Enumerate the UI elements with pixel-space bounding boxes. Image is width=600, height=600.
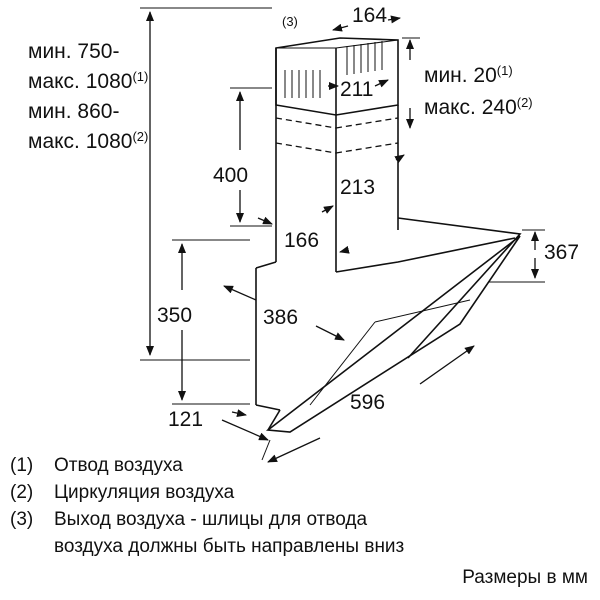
lower-chimney xyxy=(275,105,399,272)
legend-text: воздуха должны быть направлены вниз xyxy=(54,536,405,557)
legend-item: (2) Циркуляция воздуха xyxy=(10,479,590,506)
legend-marker: (2) xyxy=(10,482,34,503)
height-line-2: макс. 1080(1) xyxy=(28,69,148,93)
dim-121-label: 121 xyxy=(168,408,203,431)
dim-166-label: 166 xyxy=(284,229,319,252)
units-note: Размеры в мм xyxy=(462,567,588,588)
max-240-label: макс. 240(2) xyxy=(424,95,533,119)
dim-386-label: 386 xyxy=(263,306,298,329)
legend-item: воздуха должны быть направлены вниз xyxy=(10,533,590,560)
dim-211-label: 211 xyxy=(340,78,373,101)
vent-slits xyxy=(284,41,383,98)
legend-marker xyxy=(10,533,54,560)
legend-item: (1) Отвод воздуха xyxy=(10,452,590,479)
legend-text: Циркуляция воздуха xyxy=(54,482,235,503)
legend-marker: (3) xyxy=(10,509,34,530)
dimension-labels: (3) 164 211 213 166 400 350 386 367 596 … xyxy=(28,4,579,431)
height-line-1: мин. 750- xyxy=(28,40,119,63)
dim-350-label: 350 xyxy=(157,304,192,327)
min-20-label: мин. 20(1) xyxy=(424,63,513,87)
legend-marker: (1) xyxy=(10,455,34,476)
legend-text: Выход воздуха - шлицы для отвода xyxy=(54,509,368,530)
dim-367-label: 367 xyxy=(544,241,579,264)
height-line-3: мин. 860- xyxy=(28,100,119,123)
footnote-marker-3: (3) xyxy=(282,14,298,29)
legend-item: (3) Выход воздуха - шлицы для отвода xyxy=(10,506,590,533)
dim-213-label: 213 xyxy=(340,176,375,199)
dimension-lines xyxy=(140,7,545,463)
dim-400-label: 400 xyxy=(213,164,248,187)
dim-596-label: 596 xyxy=(350,391,385,414)
dim-164-label: 164 xyxy=(352,4,387,27)
upper-chimney xyxy=(275,37,399,116)
legend: (1) Отвод воздуха (2) Циркуляция воздуха… xyxy=(10,452,590,560)
legend-text: Отвод воздуха xyxy=(54,455,183,476)
height-line-4: макс. 1080(2) xyxy=(28,129,148,153)
hood-body xyxy=(255,217,522,433)
